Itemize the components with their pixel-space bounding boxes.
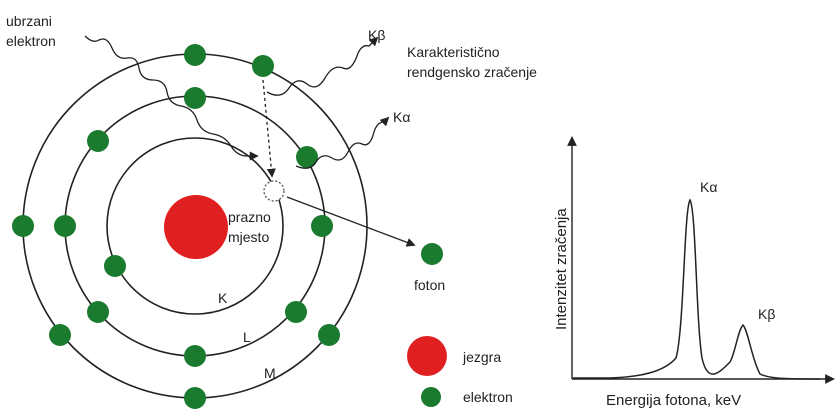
- legend-nucleus-swatch: [407, 336, 447, 376]
- electron: [87, 301, 109, 323]
- photon-label: foton: [414, 277, 445, 293]
- vacancy-label: prazno mjesto: [228, 209, 275, 245]
- electron: [54, 215, 76, 237]
- electrons-l: [54, 87, 333, 367]
- electron: [12, 215, 34, 237]
- legend-nucleus-label: jezgra: [462, 349, 501, 365]
- electron: [87, 130, 109, 152]
- legend-electron-swatch: [421, 387, 441, 407]
- spectrum-xlabel: Energija fotona, keV: [606, 392, 741, 409]
- electron: [184, 345, 206, 367]
- photon: [421, 243, 443, 265]
- k-beta-label: Kβ: [368, 27, 385, 43]
- legend-electron-label: elektron: [463, 389, 513, 405]
- spectrum-ylabel: Intenzitet zračenja: [553, 208, 570, 330]
- nucleus: [164, 195, 228, 259]
- photon-arrow: [286, 196, 416, 247]
- k-beta-emission: [266, 36, 379, 96]
- k-alpha-label: Kα: [393, 109, 410, 125]
- characteristic-label: Karakteristično rendgensko zračenje: [407, 44, 537, 80]
- electron: [296, 146, 318, 168]
- shell-k: [106, 137, 284, 315]
- incoming-electron-path: [84, 35, 259, 161]
- shell-l-label: L: [243, 329, 251, 345]
- peak-beta-label: Kβ: [758, 306, 775, 322]
- electrons-k: [104, 255, 126, 277]
- incoming-electron-label: ubrzani elektron: [6, 13, 56, 49]
- spectrum-chart: Intenzitet zračenja Energija fotona, keV…: [553, 136, 835, 409]
- electron: [104, 255, 126, 277]
- electrons-m: [12, 44, 340, 409]
- shell-m-label: M: [264, 365, 276, 381]
- vacancy: [263, 180, 285, 202]
- transition-arrow: [262, 79, 276, 178]
- peak-alpha-label: Kα: [700, 179, 717, 195]
- electron: [285, 301, 307, 323]
- electron: [184, 44, 206, 66]
- electron: [49, 324, 71, 346]
- k-alpha-emission: [295, 116, 390, 169]
- electron: [184, 387, 206, 409]
- electron: [184, 87, 206, 109]
- electron: [252, 55, 274, 77]
- electron: [311, 215, 333, 237]
- spectrum-curve: [573, 198, 821, 380]
- shell-k-label: K: [218, 290, 228, 306]
- electron: [318, 324, 340, 346]
